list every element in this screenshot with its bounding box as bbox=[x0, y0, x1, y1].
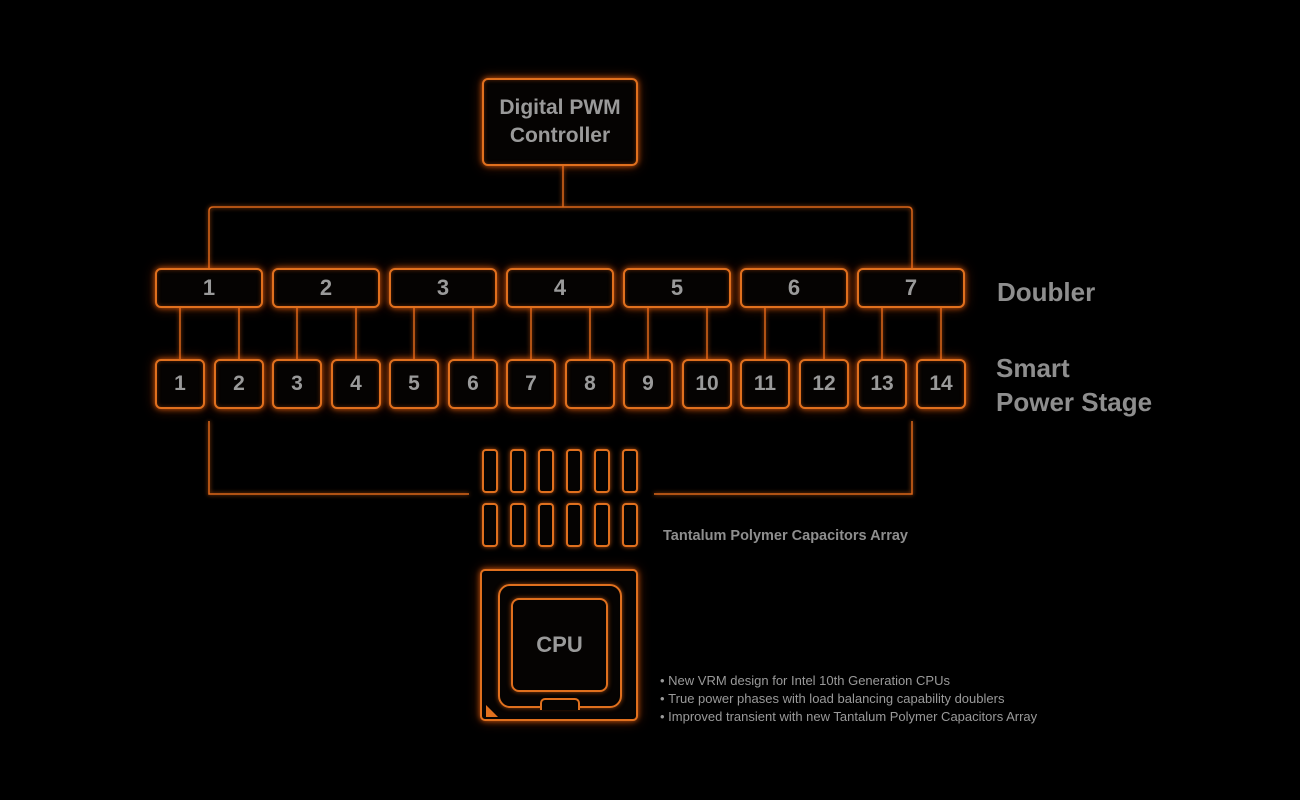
power-stage-box-6: 6 bbox=[448, 359, 498, 409]
capacitor-cell bbox=[510, 449, 526, 493]
power-stage-box-3: 3 bbox=[272, 359, 322, 409]
doubler-label: Doubler bbox=[997, 277, 1096, 307]
return-loop-right bbox=[654, 421, 913, 495]
distribution-bus-line bbox=[208, 206, 913, 268]
cpu-pin1-marker-icon bbox=[486, 705, 498, 717]
doubler-stage-links bbox=[179, 308, 942, 359]
feature-item: New VRM design for Intel 10th Generation… bbox=[660, 672, 1037, 690]
power-stage-label-line2: Power Stage bbox=[996, 387, 1153, 417]
doubler-box-4: 4 bbox=[506, 268, 614, 308]
power-stage-box-13: 13 bbox=[857, 359, 907, 409]
doubler-box-7: 7 bbox=[857, 268, 965, 308]
capacitor-cell bbox=[566, 449, 582, 493]
cpu-die: CPU bbox=[511, 598, 608, 692]
pwm-controller-label-line2: Controller bbox=[509, 124, 611, 147]
cpu-label: CPU bbox=[536, 632, 583, 657]
capacitor-cell bbox=[622, 503, 638, 547]
pwm-controller-box: Digital PWM Controller bbox=[482, 78, 638, 166]
doubler-box-1: 1 bbox=[155, 268, 263, 308]
feature-item: True power phases with load balancing ca… bbox=[660, 690, 1037, 708]
power-stage-box-1: 1 bbox=[155, 359, 205, 409]
power-stage-box-5: 5 bbox=[389, 359, 439, 409]
capacitor-cell bbox=[482, 503, 498, 547]
capacitor-array-label: Tantalum Polymer Capacitors Array bbox=[663, 528, 908, 544]
power-stage-box-11: 11 bbox=[740, 359, 790, 409]
doubler-box-3: 3 bbox=[389, 268, 497, 308]
power-stage-box-14: 14 bbox=[916, 359, 966, 409]
power-stage-label: Smart Power Stage bbox=[996, 351, 1152, 419]
power-stage-box-2: 2 bbox=[214, 359, 264, 409]
power-stage-box-10: 10 bbox=[682, 359, 732, 409]
pwm-controller-label-line1: Digital PWM bbox=[499, 96, 621, 119]
power-stage-label-line1: Smart bbox=[996, 353, 1070, 383]
feature-list: New VRM design for Intel 10th Generation… bbox=[660, 672, 1037, 726]
capacitor-cell bbox=[538, 503, 554, 547]
return-loop-left bbox=[208, 421, 469, 495]
power-stage-box-7: 7 bbox=[506, 359, 556, 409]
doubler-box-5: 5 bbox=[623, 268, 731, 308]
capacitor-cell bbox=[622, 449, 638, 493]
power-stage-box-4: 4 bbox=[331, 359, 381, 409]
feature-item: Improved transient with new Tantalum Pol… bbox=[660, 708, 1037, 726]
power-stage-box-8: 8 bbox=[565, 359, 615, 409]
power-stage-box-12: 12 bbox=[799, 359, 849, 409]
capacitor-cell bbox=[566, 503, 582, 547]
cpu-notch bbox=[540, 698, 580, 710]
capacitor-cell bbox=[594, 449, 610, 493]
doubler-box-6: 6 bbox=[740, 268, 848, 308]
capacitor-cell bbox=[594, 503, 610, 547]
capacitor-cell bbox=[510, 503, 526, 547]
doubler-box-2: 2 bbox=[272, 268, 380, 308]
capacitor-cell bbox=[482, 449, 498, 493]
power-stage-box-9: 9 bbox=[623, 359, 673, 409]
capacitor-cell bbox=[538, 449, 554, 493]
